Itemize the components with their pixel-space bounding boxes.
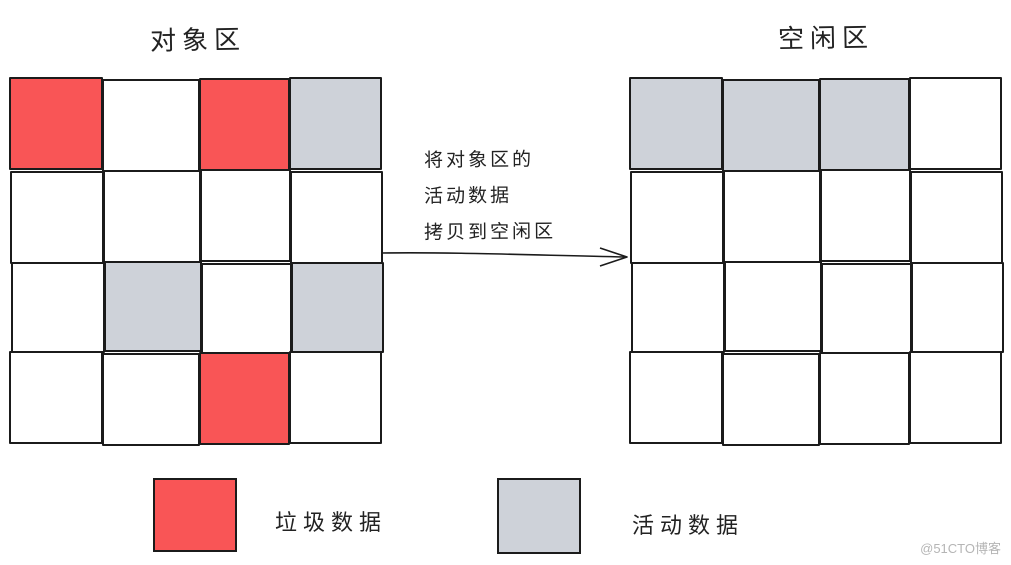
active-cell bbox=[104, 261, 202, 352]
empty-cell bbox=[200, 169, 291, 262]
empty-cell bbox=[722, 353, 820, 446]
empty-cell bbox=[630, 171, 724, 264]
garbage-cell bbox=[9, 77, 103, 170]
object-area-grid bbox=[9, 77, 384, 446]
active-cell bbox=[289, 77, 382, 170]
free-area-grid bbox=[629, 77, 1004, 446]
copy-arrow bbox=[381, 247, 628, 267]
empty-cell bbox=[819, 352, 910, 445]
garbage-cell bbox=[199, 78, 290, 171]
empty-cell bbox=[911, 262, 1004, 353]
empty-cell bbox=[102, 353, 200, 446]
legend-active-swatch bbox=[497, 478, 581, 554]
empty-cell bbox=[723, 170, 821, 263]
copy-arrow-head bbox=[599, 247, 628, 267]
empty-cell bbox=[631, 262, 725, 353]
empty-cell bbox=[289, 351, 382, 444]
empty-cell bbox=[9, 351, 103, 444]
empty-cell bbox=[201, 263, 292, 354]
empty-cell bbox=[909, 351, 1002, 444]
arrow-note-line-2: 活动数据 bbox=[423, 184, 513, 208]
empty-cell bbox=[103, 170, 201, 263]
empty-cell bbox=[910, 171, 1003, 264]
legend-active-label: 活动数据 bbox=[632, 514, 745, 539]
empty-cell bbox=[821, 263, 912, 354]
object-area-title: 对象区 bbox=[149, 25, 247, 57]
active-cell bbox=[819, 78, 910, 171]
watermark: @51CTO博客 bbox=[920, 541, 1001, 556]
arrow-note-line-1: 将对象区的 bbox=[423, 148, 535, 172]
active-cell bbox=[722, 79, 820, 172]
empty-cell bbox=[724, 261, 822, 352]
garbage-cell bbox=[199, 352, 290, 445]
empty-cell bbox=[11, 262, 105, 353]
active-cell bbox=[291, 262, 384, 353]
empty-cell bbox=[909, 77, 1002, 170]
copy-arrow-line bbox=[381, 252, 626, 258]
empty-cell bbox=[10, 171, 104, 264]
empty-cell bbox=[102, 79, 200, 172]
free-area-title: 空闲区 bbox=[777, 23, 875, 55]
legend-garbage-label: 垃圾数据 bbox=[275, 511, 388, 536]
empty-cell bbox=[820, 169, 911, 262]
empty-cell bbox=[629, 351, 723, 444]
empty-cell bbox=[290, 171, 383, 264]
active-cell bbox=[629, 77, 723, 170]
arrow-note-line-3: 拷贝到空闲区 bbox=[423, 220, 557, 244]
legend-garbage-swatch bbox=[153, 478, 237, 552]
